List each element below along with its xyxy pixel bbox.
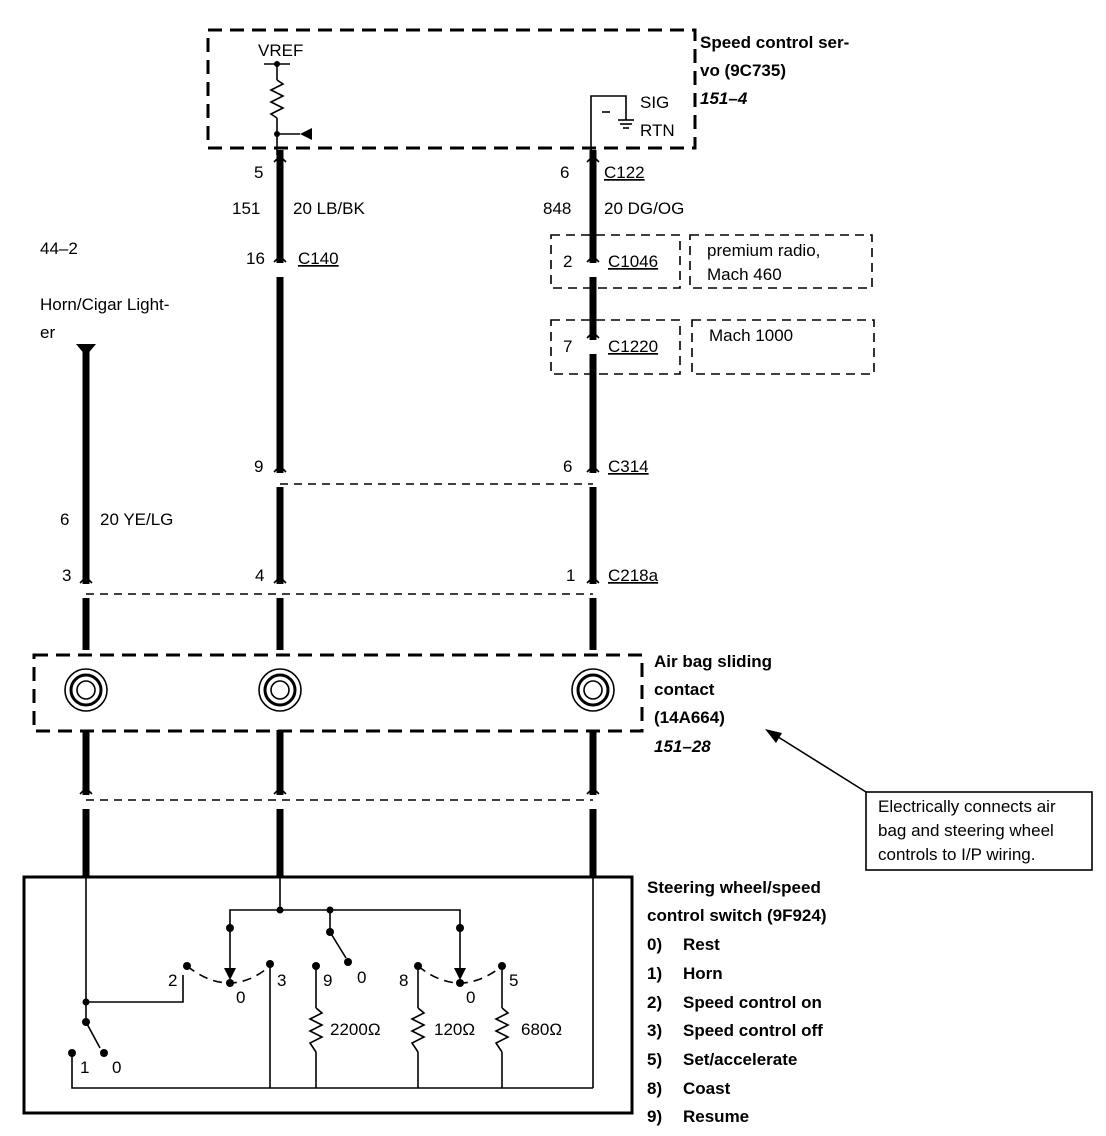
pin-3: 3 <box>62 566 71 585</box>
servo-ref: 151–4 <box>700 89 748 108</box>
vref-label: VREF <box>258 41 303 60</box>
legend-label: Rest <box>683 935 720 954</box>
switch-arrow-right-icon <box>454 968 466 980</box>
c1046-note-line1: premium radio, <box>707 241 820 260</box>
connector-c314: C314 <box>608 457 649 476</box>
horn-wire-label: 20 YE/LG <box>100 510 173 529</box>
c1220-note-box <box>691 319 875 375</box>
servo-box <box>206 28 697 150</box>
legend-label: Resume <box>683 1107 749 1126</box>
connector-c122: C122 <box>604 163 645 182</box>
connector-breaks <box>81 263 598 809</box>
horn-arrow-icon <box>76 344 96 356</box>
callout-line1: Electrically connects air <box>878 797 1056 816</box>
circuit-151: 151 <box>232 199 260 218</box>
horn-label-line1: Horn/Cigar Light- <box>40 295 169 314</box>
resistor-120: 120Ω <box>434 1020 475 1039</box>
pos-9: 9 <box>323 971 332 990</box>
legend-code: 0) <box>647 935 662 954</box>
airbag-title-line2: contact <box>654 680 715 699</box>
legend-code: 5) <box>647 1050 662 1069</box>
legend-label: Speed control on <box>683 993 822 1012</box>
c1046-box <box>550 234 681 289</box>
pos-2: 2 <box>168 971 177 990</box>
legend-code: 1) <box>647 964 662 983</box>
pos-8: 8 <box>399 971 408 990</box>
horn-label-line2: er <box>40 323 55 342</box>
circuit-848: 848 <box>543 199 571 218</box>
pin-2: 2 <box>563 252 572 271</box>
resistor-680: 680Ω <box>521 1020 562 1039</box>
steering-switch-box <box>22 875 634 1115</box>
c1046-note-box <box>689 234 873 289</box>
pos-0c: 0 <box>466 988 475 1007</box>
sig-label: SIG <box>640 93 669 112</box>
airbag-title-line3: (14A664) <box>654 708 725 727</box>
callout-arrow-line <box>774 734 867 793</box>
horn-circuit: 6 <box>60 510 69 529</box>
legend-label: Speed control off <box>683 1021 823 1040</box>
c1220-note: Mach 1000 <box>709 326 793 345</box>
connector-c1220: C1220 <box>608 337 658 356</box>
pos-1: 1 <box>80 1058 89 1077</box>
connector-c218a: C218a <box>608 566 659 585</box>
pin-7: 7 <box>563 337 572 356</box>
pos-0d: 0 <box>112 1058 121 1077</box>
wire-848-label: 20 DG/OG <box>604 199 684 218</box>
pin-9: 9 <box>254 457 263 476</box>
c1046-note-line2: Mach 460 <box>707 265 782 284</box>
switch-title-line1: Steering wheel/speed <box>647 878 821 897</box>
connector-chevrons <box>79 154 600 795</box>
pos-5: 5 <box>509 971 518 990</box>
switch-arrow-left-icon <box>224 968 236 980</box>
pin-6: 6 <box>560 163 569 182</box>
connector-c140: C140 <box>298 249 339 268</box>
sig-line <box>590 95 627 155</box>
pos-0a: 0 <box>236 988 245 1007</box>
resistor-2200: 2200Ω <box>330 1020 381 1039</box>
legend-code: 9) <box>647 1107 662 1126</box>
callout-box <box>865 791 1093 871</box>
pin-4: 4 <box>255 566 264 585</box>
legend-code: 2) <box>647 993 662 1012</box>
pos-3: 3 <box>277 971 286 990</box>
switch-nodes <box>68 906 506 1057</box>
pin-5: 5 <box>254 163 263 182</box>
servo-title-line2: vo (9C735) <box>700 61 786 80</box>
legend-label: Set/accelerate <box>683 1050 797 1069</box>
airbag-ref: 151–28 <box>654 737 711 756</box>
callout-line3: controls to I/P wiring. <box>878 845 1035 864</box>
c1220-box <box>550 319 681 375</box>
servo-resistor-symbol <box>269 79 285 119</box>
legend-code: 3) <box>647 1021 662 1040</box>
switch-legend: 0) Rest 1) Horn 2) Speed control on 3) S… <box>647 935 823 1126</box>
pin-1: 1 <box>566 566 575 585</box>
clockspring-icons <box>64 668 615 712</box>
callout-arrow-icon <box>765 729 782 743</box>
legend-label: Horn <box>683 964 723 983</box>
airbag-contact-box <box>32 653 644 733</box>
connector-c1046: C1046 <box>608 252 658 271</box>
callout-line2: bag and steering wheel <box>878 821 1054 840</box>
switch-internal-wiring <box>71 876 594 1089</box>
rtn-label: RTN <box>640 121 675 140</box>
legend-label: Coast <box>683 1079 731 1098</box>
pos-0b: 0 <box>357 968 366 987</box>
horn-ref: 44–2 <box>40 239 78 258</box>
servo-arrow-icon <box>300 128 312 140</box>
pin-6b: 6 <box>563 457 572 476</box>
switch-title-line2: control switch (9F924) <box>647 906 826 925</box>
pin-16: 16 <box>246 249 265 268</box>
wire-151-label: 20 LB/BK <box>293 199 365 218</box>
airbag-title-line1: Air bag sliding <box>654 652 772 671</box>
servo-title-line1: Speed control ser- <box>700 33 849 52</box>
legend-code: 8) <box>647 1079 662 1098</box>
